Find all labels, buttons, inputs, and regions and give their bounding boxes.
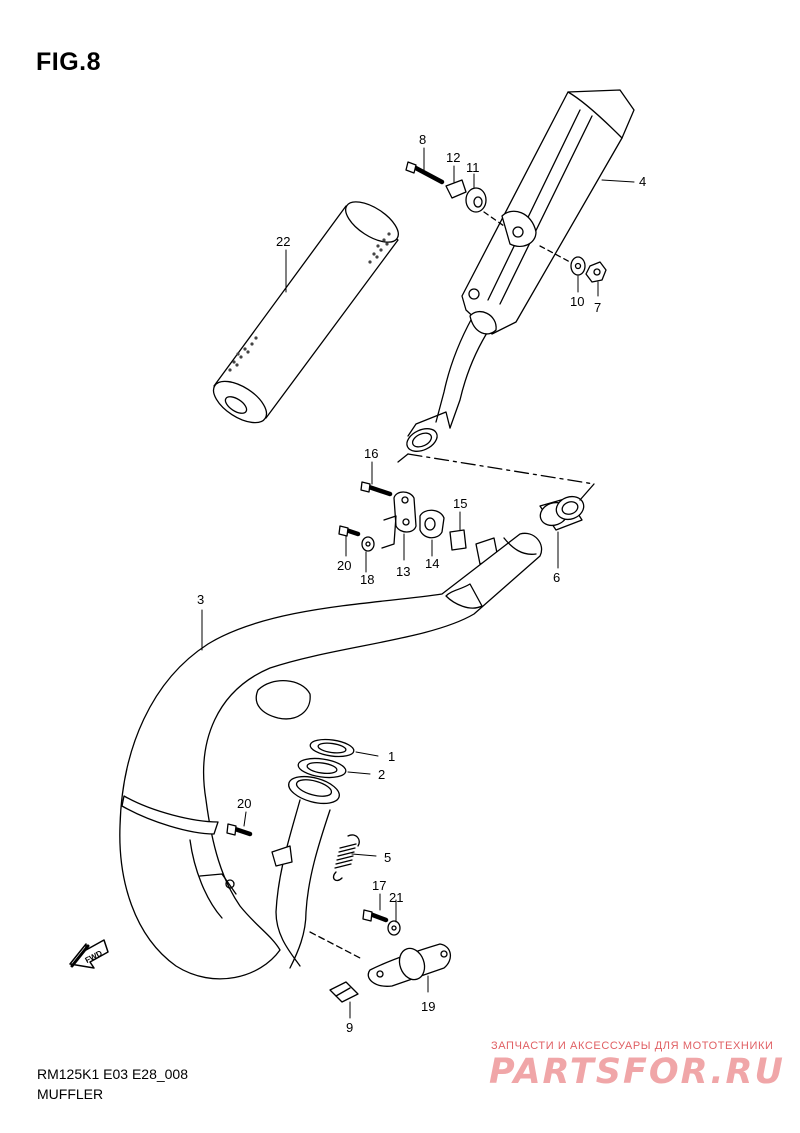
- joint-seal-6[interactable]: [537, 493, 587, 531]
- callout-16: 16: [364, 446, 378, 461]
- washer-nut-10-7[interactable]: [539, 245, 607, 283]
- callout-21: 21: [389, 890, 403, 905]
- callout-13: 13: [396, 564, 410, 579]
- callout-3: 3: [197, 592, 204, 607]
- callout-19: 19: [421, 999, 435, 1014]
- callout-18: 18: [360, 572, 374, 587]
- bolt-20-lower[interactable]: [226, 823, 253, 837]
- lower-mount-hardware[interactable]: [309, 909, 451, 1003]
- callout-5: 5: [384, 850, 391, 865]
- gaskets-1-2[interactable]: [297, 737, 355, 780]
- leader-lines: [201, 147, 635, 1019]
- callout-9: 9: [346, 1020, 353, 1035]
- assembly-reference-lines: [397, 453, 595, 501]
- callout-7: 7: [594, 300, 601, 315]
- section-name: MUFFLER: [37, 1086, 104, 1102]
- callout-numbers: 8 12 11 4 22 10 7 16 15 20 18 13 14 6 3 …: [197, 132, 646, 1035]
- muffler-silencer-4[interactable]: [403, 89, 635, 456]
- callout-2: 2: [378, 767, 385, 782]
- mid-mount-hardware[interactable]: [338, 481, 499, 565]
- figure-title: FIG.8: [36, 48, 102, 76]
- spring-5[interactable]: [332, 834, 360, 882]
- watermark-logo: PARTSFOR.RU: [489, 1052, 785, 1092]
- callout-1: 1: [388, 749, 395, 764]
- fwd-arrow-icon: FWD: [69, 939, 109, 969]
- callout-12: 12: [446, 150, 460, 165]
- callout-15: 15: [453, 496, 467, 511]
- callout-20-upper: 20: [337, 558, 351, 573]
- callout-22: 22: [276, 234, 290, 249]
- callout-14: 14: [425, 556, 439, 571]
- exhaust-pipe-chamber-3[interactable]: [119, 532, 543, 980]
- callout-4: 4: [639, 174, 646, 189]
- callout-8: 8: [419, 132, 426, 147]
- upper-mount-hardware[interactable]: [405, 161, 505, 227]
- watermark-tagline: ЗАПЧАСТИ И АКСЕССУАРЫ ДЛЯ МОТОТЕХНИКИ: [491, 1040, 774, 1052]
- callout-10: 10: [570, 294, 584, 309]
- callout-17: 17: [372, 878, 386, 893]
- muffler-cover-22[interactable]: [207, 194, 405, 431]
- model-code: RM125K1 E03 E28_008: [37, 1066, 188, 1082]
- callout-20-lower: 20: [237, 796, 251, 811]
- callout-6: 6: [553, 570, 560, 585]
- callout-11: 11: [466, 160, 480, 175]
